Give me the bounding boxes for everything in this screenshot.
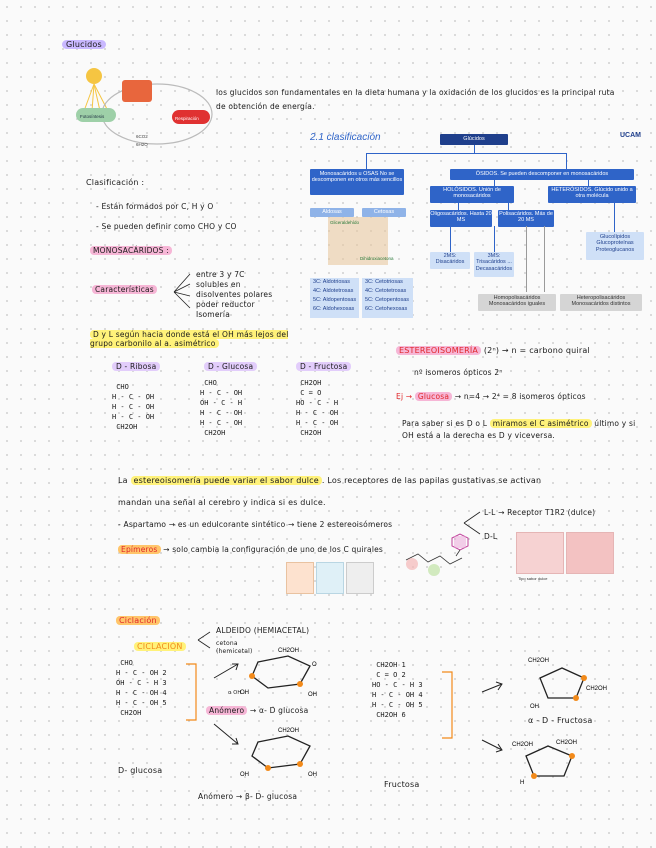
clasificacion-item-2: - Se pueden definir como CHO y CO — [96, 222, 237, 231]
ciclacion-heading: Ciclación — [116, 616, 160, 626]
brace-arrows — [172, 270, 194, 314]
classification-diagram: 2.1 clasificación UCAM Glúcidos Monosacá… — [308, 128, 646, 323]
poli-box: Polisacáridos. Más de 20 MS — [498, 210, 554, 227]
clasificacion-item-1: - Están formados por C, H y O — [96, 202, 214, 211]
aspartamo-text: - Aspartamo → es un edulcorante sintétic… — [118, 520, 392, 529]
sabor-image-3 — [346, 562, 374, 594]
alpha-fructose-label: α - D - Fructosa — [528, 716, 592, 726]
sabor-image-1 — [286, 562, 314, 594]
cetosas-box: Cetosas — [362, 208, 406, 217]
mono-box: Monosacáridos u OSAS No se descomponen e… — [310, 169, 404, 195]
alpha-glucose-ring: CH2OH O OH OH — [238, 642, 334, 700]
alpha-oh-note: α OH — [228, 690, 241, 696]
fructosa-name: D - Fructosa — [296, 362, 351, 371]
estereo-dl-rule: Para saber si es D o L miramos el C asim… — [402, 418, 638, 442]
disacaridos-box: 2MS: Disacáridos — [430, 252, 470, 269]
respiration-label: Respiración — [175, 116, 199, 121]
sabor-line1: La estereoisomería puede variar el sabor… — [118, 476, 638, 486]
holosidos-box: HOLÓSIDOS. Unión de monosacáridos — [430, 186, 514, 203]
h2o-label: 6H2O — [136, 142, 148, 147]
glucose-name: D- glucosa — [118, 766, 162, 776]
glucose-orange-bracket — [184, 658, 200, 728]
glucosa-name: D - Glucosa — [204, 362, 257, 371]
dihidroxiacetona-label: Dihidroxiacetona — [360, 256, 394, 261]
sabor-image-2 — [316, 562, 344, 594]
caracteristicas-list: entre 3 y 7C solubles en disolventes pol… — [196, 270, 288, 320]
heterosidos-box: HETERÓSIDOS. Glúcido unido a otra molécu… — [548, 186, 636, 203]
intro-text: los glucidos son fundamentales en la die… — [216, 86, 616, 114]
svg-text:O: O — [312, 662, 317, 668]
arrow-to-alpha — [212, 660, 242, 680]
glucose-box — [122, 80, 152, 102]
photosynthesis-cycle-diagram: Fotosíntesis Respiración 6CO2 6H2O — [72, 66, 214, 158]
ll-receptor: L-L → Receptor T1R2 (dulce) — [484, 508, 595, 517]
estereo-example: Ej → Glucosa → n=4 → 2⁴ = 8 isomeros ópt… — [396, 392, 636, 401]
trisacaridos-box: 3MS: Trisacáridos ... Decasacáridos — [474, 252, 514, 277]
sun-icon — [86, 68, 102, 84]
co2-label: 6CO2 — [136, 134, 148, 139]
glucolipidos-box: Glucolípidos Glucoproteínas Proteoglucan… — [586, 232, 644, 260]
oligo-box: Oligosacáridos. Hasta 20 MS — [430, 210, 492, 227]
ciclacion-label: CICLACIÓN — [134, 642, 186, 652]
chart-caption: Tipo sabor dulce — [518, 576, 547, 581]
svg-text:CH2OH: CH2OH — [528, 658, 549, 664]
anomero-alpha: Anómero → α- D glucosa — [206, 706, 308, 715]
svg-text:CH2OH: CH2OH — [278, 648, 299, 654]
anomero-beta: Anómero → β- D- glucosa — [198, 792, 297, 801]
photosynthesis-label: Fotosíntesis — [80, 114, 105, 119]
estereo-line2: nº isomeros ópticos 2ⁿ — [414, 368, 503, 377]
svg-text:OH: OH — [308, 692, 317, 698]
aldosas-box: Aldosas — [310, 208, 354, 217]
arrow-to-beta-fructose — [480, 738, 506, 754]
dl-text: D-L — [484, 532, 497, 541]
ciclacion-brace — [196, 628, 212, 652]
dl-note: D y L según hacia donde está el OH más l… — [90, 330, 300, 349]
estereo-heading-line: ESTEREOISOMERÍA (2ⁿ) → n = carbono quira… — [396, 346, 590, 356]
svg-text:OH: OH — [308, 772, 317, 778]
beta-fructose-ring: CH2OH CH2OH H — [510, 736, 600, 786]
epimeros-text: Epímeros → solo cambia la configuración … — [118, 544, 398, 556]
gliceraldehido-label: Gliceraldehído — [330, 220, 359, 225]
arrow-to-alpha-fructose — [480, 680, 506, 696]
page-title: Glucidos — [62, 40, 106, 50]
svg-text:CH2OH: CH2OH — [586, 686, 607, 692]
diagram-heading: 2.1 clasificación — [310, 132, 381, 143]
fructose-name: Fructosa — [384, 780, 419, 790]
fructose-orange-bracket — [440, 666, 456, 746]
clasificacion-heading: Clasificación : — [86, 178, 144, 188]
svg-text:CH2OH: CH2OH — [556, 740, 577, 746]
heteropolisacaridos-box: Heteropolisacáridos Monosacáridos distin… — [560, 294, 642, 311]
ribosa-name: D - Ribosa — [112, 362, 160, 371]
sabor-line2: mandan una señal al cerebro y indica si … — [118, 498, 326, 508]
caracteristicas-label: Características — [92, 285, 157, 294]
ucam-logo: UCAM — [620, 132, 641, 139]
aspartame-molecule — [400, 530, 482, 580]
receptor-image-1 — [516, 532, 564, 574]
svg-text:CH2OH: CH2OH — [512, 742, 533, 748]
alpha-fructose-ring: CH2OH CH2OH OH — [524, 654, 614, 710]
svg-text:H: H — [520, 780, 524, 786]
svg-text:OH: OH — [530, 704, 539, 710]
root-box: Glúcidos — [440, 134, 508, 145]
homopolisacaridos-box: Homopolisacáridos Monosacáridos iguales — [478, 294, 556, 311]
receptor-image-2 — [566, 532, 614, 574]
monosacaridos-heading: MONOSACÁRIDOS : — [90, 246, 172, 255]
svg-text:CH2OH: CH2OH — [278, 728, 299, 734]
svg-text:OH: OH — [240, 772, 249, 778]
aldeido-label: ALDEIDO (HEMIACETAL) — [216, 626, 309, 635]
osidos-box: ÓSIDOS. Se pueden descomponer en monosac… — [450, 169, 634, 180]
beta-glucose-ring: CH2OH OH OH — [238, 722, 334, 780]
